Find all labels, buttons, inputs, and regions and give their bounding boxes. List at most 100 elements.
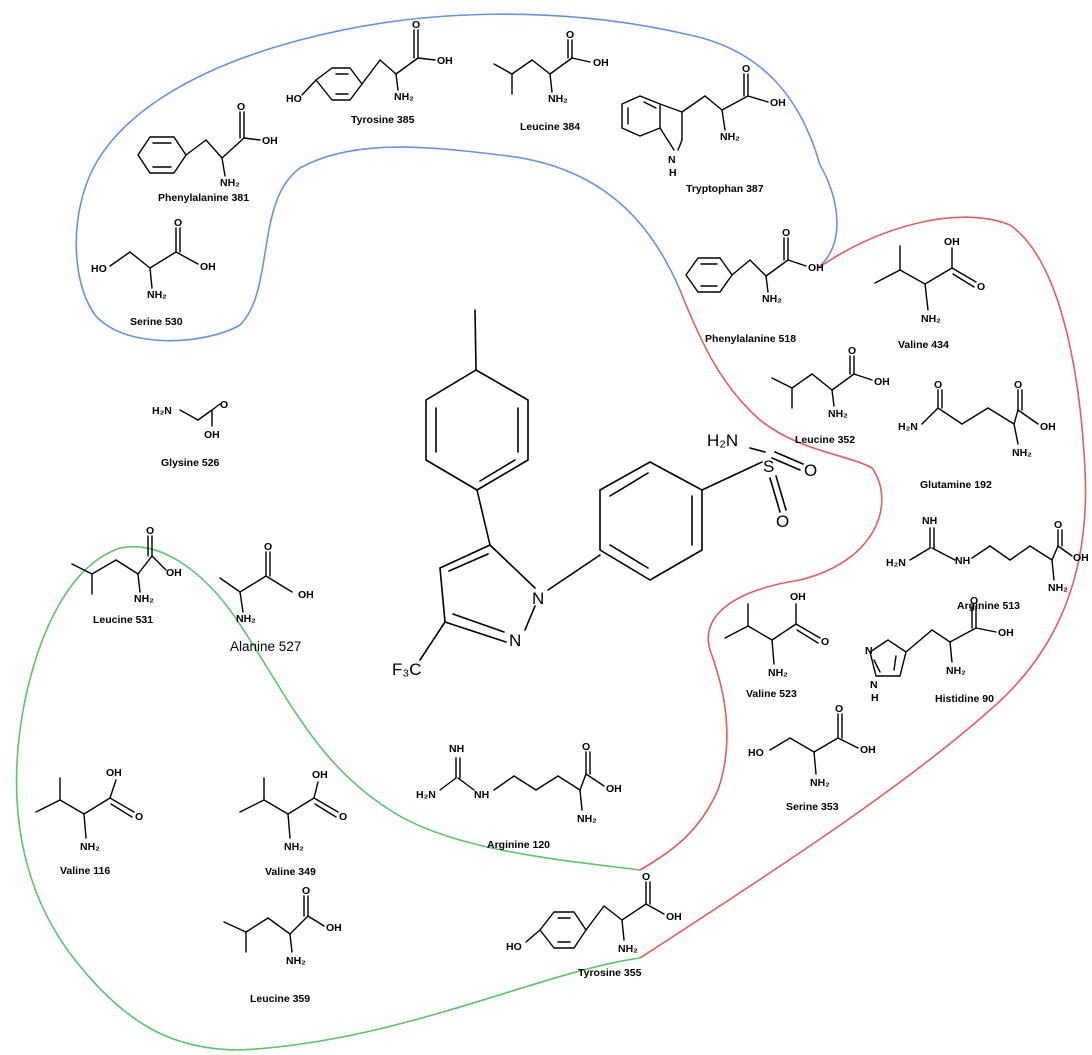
residue-gly526: H₂N O OH Glysine 526 [152, 399, 228, 469]
tolyl-group [425, 309, 529, 546]
residue-leu384: O OH NH₂ Leucine 384 [493, 29, 609, 133]
svg-text:NH: NH [449, 743, 464, 755]
residue-leu359: O OH NH₂ Leucine 359 [223, 885, 342, 1005]
svg-text:NH₂: NH₂ [618, 943, 638, 955]
svg-text:OH: OH [606, 783, 622, 795]
svg-text:OH: OH [808, 262, 824, 274]
residue-phe518: O OH NH₂ Phenylalanine 518 [685, 227, 824, 345]
label-leu352: Leucine 352 [795, 434, 855, 446]
label-val116: Valine 116 [60, 865, 110, 877]
svg-text:OH: OH [944, 236, 960, 248]
celecoxib-ligand: H₂N S O O N N F₃C [392, 309, 817, 679]
svg-text:O: O [220, 399, 228, 411]
svg-text:OH: OH [437, 55, 453, 67]
svg-text:O: O [264, 541, 272, 553]
label-arg513: Arginine 513 [957, 600, 1020, 612]
svg-text:NH₂: NH₂ [946, 665, 966, 677]
svg-text:OH: OH [790, 591, 806, 603]
svg-text:H: H [669, 167, 677, 179]
pyrazole-ring [419, 544, 536, 661]
label-val523: Valine 523 [746, 688, 797, 700]
label-gly526: Glysine 526 [161, 457, 220, 469]
svg-text:O: O [302, 885, 310, 897]
svg-text:O: O [848, 345, 856, 357]
svg-text:OH: OH [770, 97, 786, 109]
svg-text:O: O [146, 525, 154, 537]
svg-text:NH₂: NH₂ [220, 177, 240, 189]
svg-text:OH: OH [1073, 552, 1089, 564]
residue-arg120: NH H₂N NH O OH NH₂ Arginine 120 [416, 741, 622, 851]
svg-text:HO: HO [506, 941, 522, 953]
label-leu359: Leucine 359 [250, 993, 310, 1005]
svg-text:HO: HO [286, 93, 302, 105]
svg-text:O: O [1014, 379, 1022, 391]
svg-text:NH₂: NH₂ [147, 289, 167, 301]
svg-text:NH₂: NH₂ [1012, 447, 1032, 459]
label-ser530: Serine 530 [130, 316, 183, 328]
svg-text:OH: OH [326, 922, 342, 934]
svg-text:NH₂: NH₂ [810, 777, 830, 789]
svg-text:OH: OH [204, 429, 220, 441]
svg-text:O: O [642, 871, 650, 883]
svg-text:H₂N: H₂N [898, 421, 918, 433]
svg-text:NH₂: NH₂ [1048, 582, 1068, 594]
residue-val523: OH O NH₂ Valine 523 [724, 591, 829, 700]
svg-text:NH₂: NH₂ [134, 593, 154, 605]
svg-text:H₂N: H₂N [416, 789, 436, 801]
svg-text:N: N [668, 154, 676, 166]
residue-leu531: O OH NH₂ Leucine 531 [71, 525, 182, 626]
svg-text:OH: OH [200, 261, 216, 273]
svg-text:O: O [742, 63, 750, 75]
svg-text:OH: OH [106, 767, 122, 779]
svg-text:N: N [870, 679, 878, 691]
svg-text:N: N [865, 645, 873, 657]
residue-tyr355: HO O OH NH₂ Tyrosine 355 [506, 871, 682, 979]
residue-val434: OH O NH₂ Valine 434 [874, 236, 985, 351]
residue-his90: N N H O OH NH₂ Histidine 90 [865, 595, 1014, 705]
red-side-pocket-region [639, 216, 1087, 959]
residue-tyr385: HO O OH NH₂ Tyrosine 385 [286, 19, 453, 126]
pyrazole-n1: N [532, 589, 544, 608]
label-val434: Valine 434 [898, 339, 949, 351]
benzenesulfonamide-group [547, 447, 804, 591]
sulfur-atom: S [763, 457, 774, 476]
label-arg120: Arginine 120 [487, 839, 550, 851]
label-trp387: Tryptophan 387 [686, 183, 764, 195]
svg-text:NH₂: NH₂ [286, 955, 306, 967]
svg-text:NH: NH [922, 515, 937, 527]
trifluoromethyl-label: F₃C [392, 660, 422, 679]
svg-text:O: O [339, 811, 347, 823]
svg-text:OH: OH [298, 589, 314, 601]
svg-text:NH: NH [474, 789, 489, 801]
svg-text:O: O [821, 636, 829, 648]
svg-text:H₂N: H₂N [886, 557, 906, 569]
residue-val349: OH O NH₂ Valine 349 [239, 769, 347, 878]
svg-text:O: O [174, 217, 182, 229]
residue-leu352: O OH NH₂ Leucine 352 [771, 345, 890, 446]
svg-text:NH₂: NH₂ [828, 408, 848, 420]
svg-text:H: H [871, 692, 879, 704]
svg-text:NH₂: NH₂ [236, 613, 256, 625]
svg-text:O: O [566, 29, 574, 41]
svg-text:O: O [582, 741, 590, 753]
svg-text:O: O [135, 811, 143, 823]
svg-text:NH₂: NH₂ [394, 91, 414, 103]
sulfonyl-oxygen-1: O [804, 461, 817, 480]
pyrazole-n2: N [509, 631, 521, 650]
svg-text:OH: OH [860, 744, 876, 756]
svg-text:OH: OH [666, 911, 682, 923]
residue-arg513: NH H₂N NH O OH NH₂ Arginine 513 [886, 515, 1089, 612]
residue-val116: OH O NH₂ Valine 116 [35, 767, 143, 877]
svg-text:O: O [412, 19, 420, 31]
residue-ser530: HO O OH NH₂ Serine 530 [91, 217, 216, 328]
svg-text:O: O [1054, 519, 1062, 531]
svg-text:O: O [782, 227, 790, 239]
svg-text:H₂N: H₂N [152, 405, 172, 417]
svg-text:O: O [835, 703, 843, 715]
svg-text:OH: OH [593, 57, 609, 69]
label-gln192: Glutamine 192 [920, 479, 992, 491]
residue-gln192: H₂N O O OH NH₂ Glutamine 192 [898, 379, 1056, 491]
residue-trp387: N H O OH NH₂ Tryptophan 387 [621, 63, 786, 195]
svg-text:HO: HO [748, 747, 764, 759]
